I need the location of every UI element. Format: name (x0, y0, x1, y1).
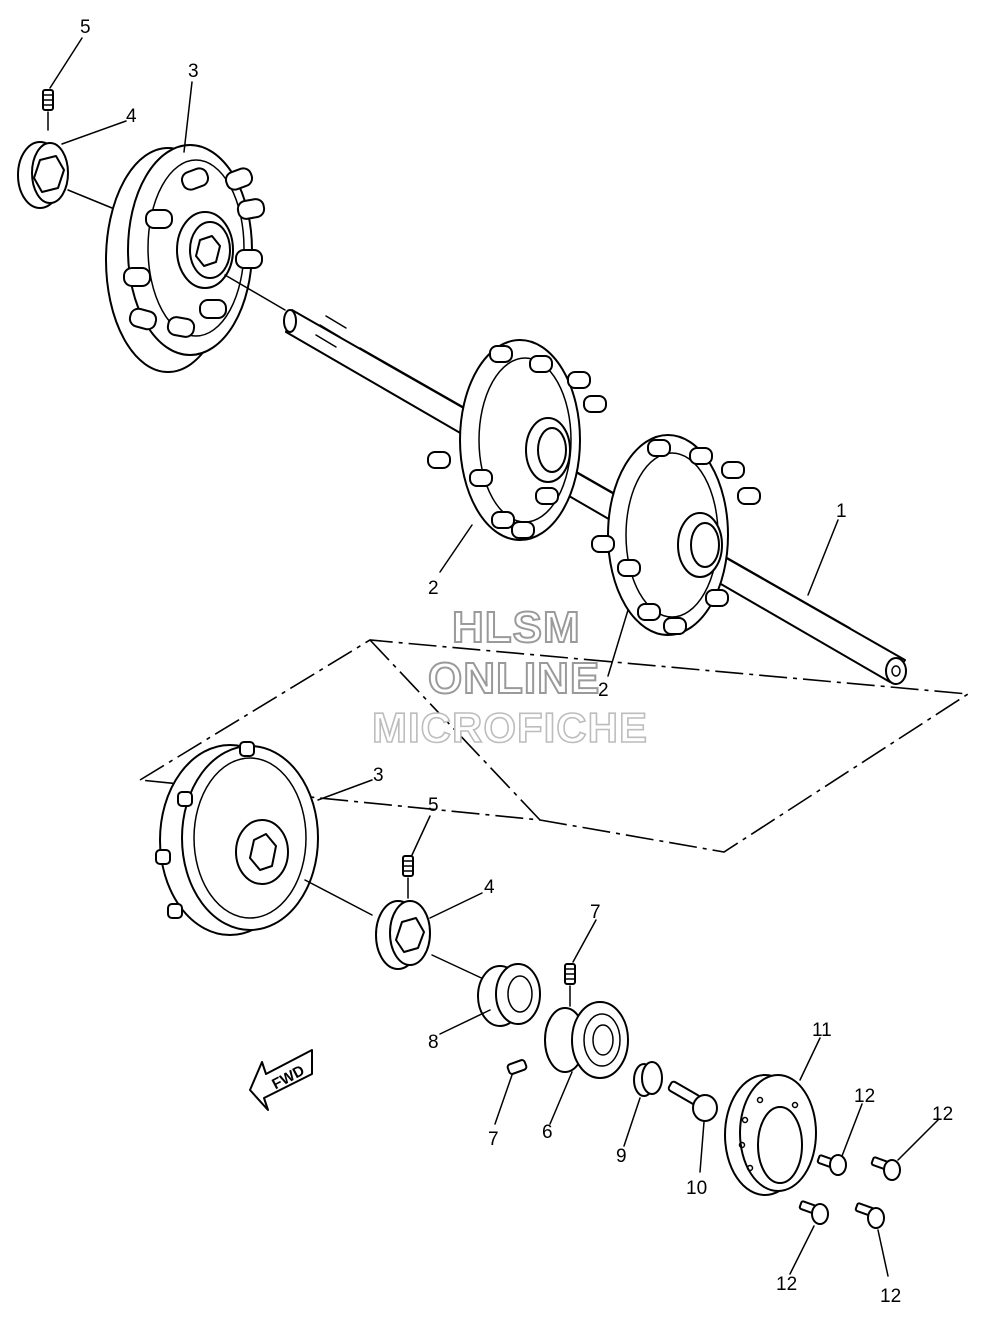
fwd-arrow-icon: FWD (249, 1049, 313, 1111)
watermark-line-3: MICROFICHE (372, 704, 648, 751)
callout-12-d: 12 (880, 1286, 901, 1307)
bolt-12-b (870, 1156, 901, 1181)
collar-4-top (17, 141, 113, 209)
bolt-12-c (798, 1200, 829, 1225)
sprocket-2-a (427, 339, 607, 541)
set-screw-7-top (564, 963, 576, 1007)
callout-12-b: 12 (932, 1104, 953, 1125)
leader-lines (49, 37, 939, 1277)
set-screw-5-top (42, 89, 54, 131)
callout-2-a: 2 (428, 578, 439, 599)
callout-11: 11 (812, 1020, 832, 1041)
collar-4-bottom (375, 900, 491, 983)
callout-1: 1 (836, 501, 847, 522)
set-screw-5-bottom (402, 855, 414, 899)
bolt-12-d (854, 1202, 885, 1229)
callout-7-top: 7 (590, 902, 601, 923)
callout-3-bottom: 3 (373, 765, 384, 786)
wheel-3-top (105, 144, 286, 373)
wheel-3-bottom (155, 741, 373, 936)
callout-2-b: 2 (598, 680, 609, 701)
bolt-10 (667, 1080, 718, 1122)
bearing-6 (544, 1001, 629, 1079)
watermark-line-1: HLSM (452, 603, 581, 652)
callout-12-c: 12 (776, 1274, 797, 1295)
callout-4-top: 4 (126, 106, 137, 127)
flange-11 (724, 1074, 817, 1196)
drive-shaft-1 (283, 309, 907, 685)
callout-8: 8 (428, 1032, 439, 1053)
callout-5-top: 5 (80, 17, 91, 38)
callout-9: 9 (616, 1146, 627, 1167)
sprocket-2-b (591, 434, 761, 636)
watermark-line-2: ONLINE (428, 654, 600, 703)
alignment-line (369, 639, 541, 821)
spacer-9 (633, 1061, 663, 1097)
callout-6: 6 (542, 1122, 553, 1143)
callout-5-bottom: 5 (428, 795, 439, 816)
housing-8 (477, 963, 541, 1027)
callout-7-bottom: 7 (488, 1129, 499, 1150)
callout-3-top: 3 (188, 61, 199, 82)
callout-12-a: 12 (854, 1086, 875, 1107)
alignment-frame (139, 639, 971, 853)
callout-4-bottom: 4 (484, 877, 495, 898)
callout-10: 10 (686, 1178, 707, 1199)
set-screw-7-bottom (506, 1059, 528, 1075)
bolt-12-a (816, 1154, 847, 1176)
